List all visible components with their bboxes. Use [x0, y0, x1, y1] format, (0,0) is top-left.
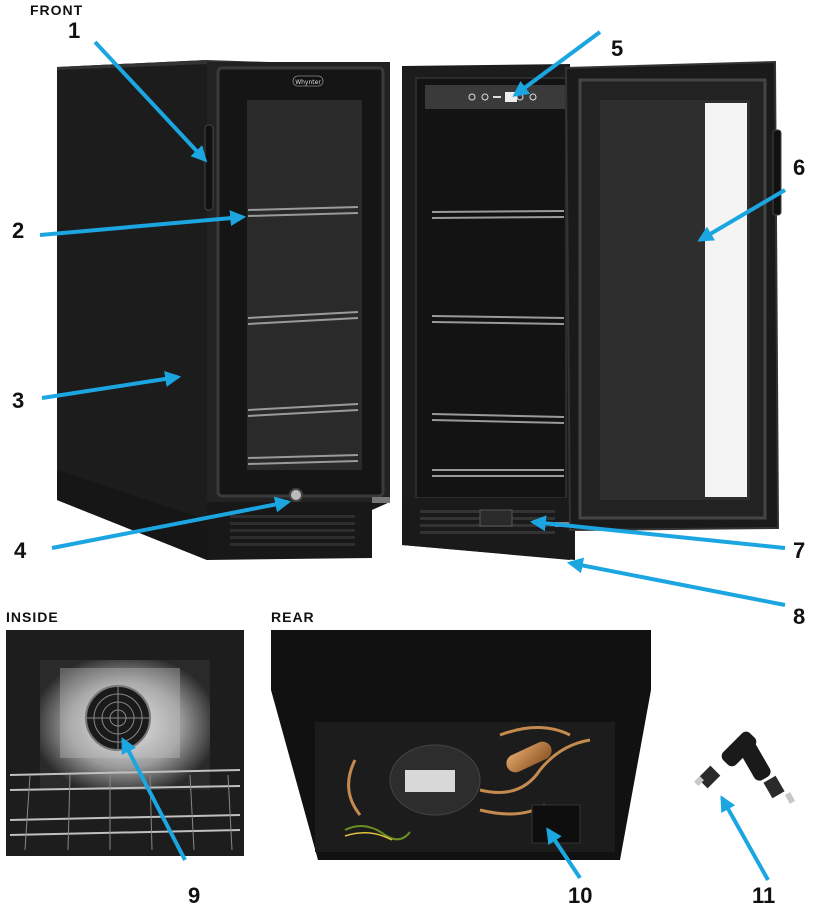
callout-3: 3 [12, 390, 24, 412]
callout-11: 11 [752, 885, 775, 907]
fridge-open [402, 62, 781, 560]
callout-8: 8 [793, 606, 805, 628]
callout-10: 10 [568, 885, 592, 907]
callout-7: 7 [793, 540, 805, 562]
callout-9: 9 [188, 885, 200, 907]
callout-1: 1 [68, 20, 80, 42]
callout-5: 5 [611, 38, 623, 60]
door-glass-reflection [705, 103, 747, 497]
hinge [480, 510, 512, 526]
fridge-closed: Whynter [57, 60, 390, 560]
electrical-box [532, 805, 580, 843]
door-handle [205, 125, 213, 210]
rear-photo [271, 630, 651, 860]
callout-2: 2 [12, 220, 24, 242]
callout-4: 4 [14, 540, 26, 562]
brand-logo: Whynter [295, 79, 321, 86]
key-set [694, 729, 795, 804]
callout-6: 6 [793, 157, 805, 179]
door-lock [290, 489, 302, 501]
